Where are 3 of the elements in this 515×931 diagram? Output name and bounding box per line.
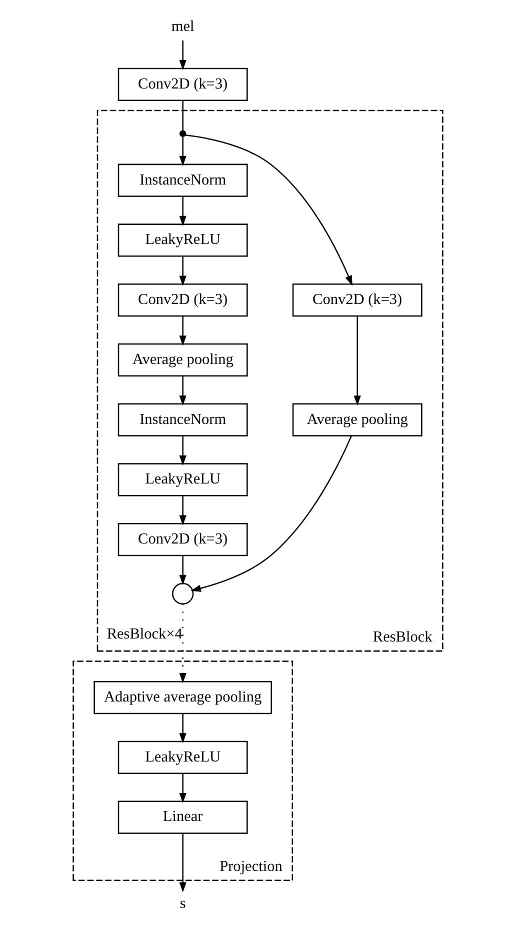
edge-label: ResBlock×4 [106,625,182,642]
node-text: s [179,894,186,912]
node-text: mel [170,18,194,36]
